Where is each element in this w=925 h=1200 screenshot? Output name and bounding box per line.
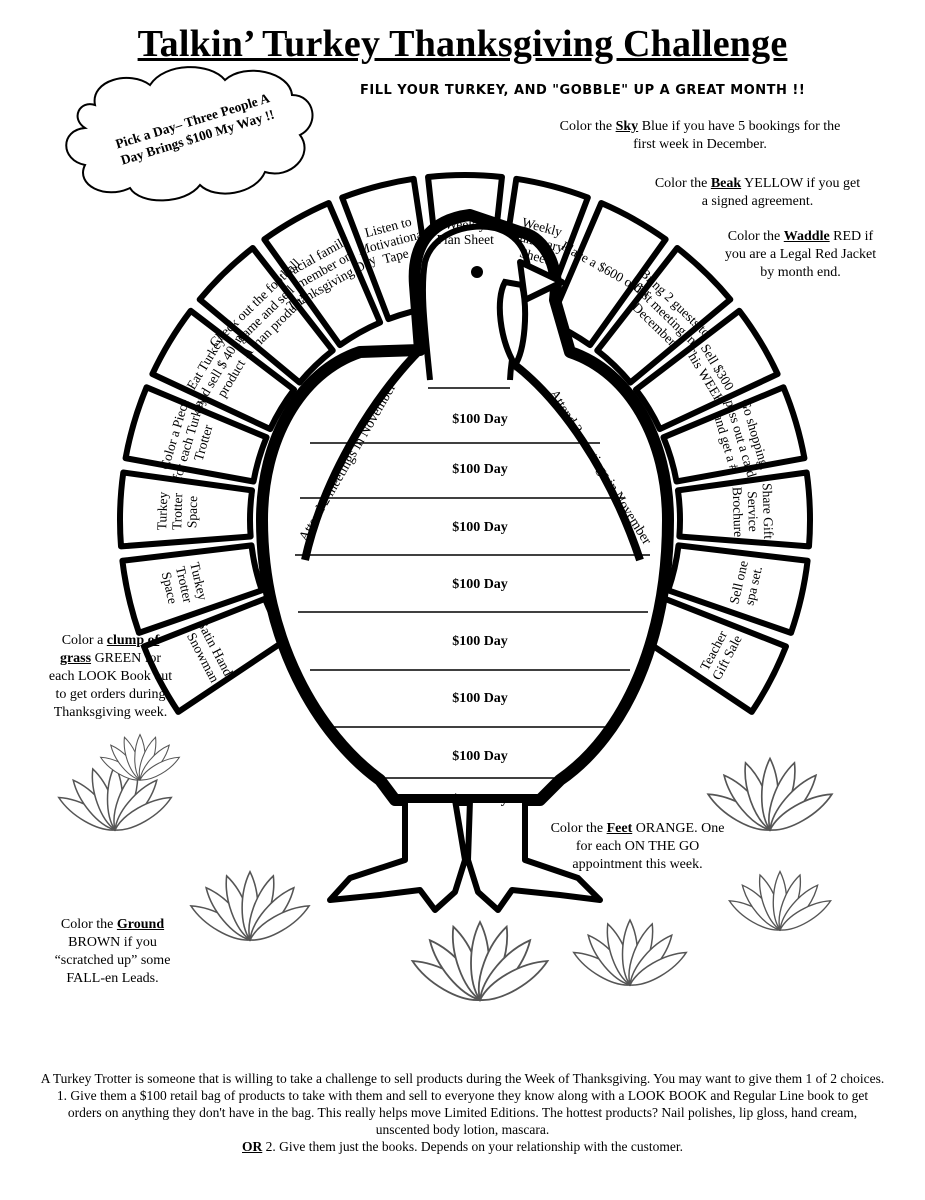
day-row-label: $100 Day — [452, 520, 508, 535]
feather-turkey-trotter-2-shape — [119, 542, 265, 636]
note-beak: Color the Beak YELLOW if you get a signe… — [654, 176, 861, 209]
feather-share-gift-shape — [674, 469, 813, 550]
day-row-label: $100 Day — [452, 412, 508, 427]
note-grass: Color a clump of grass GREEN for each LO… — [48, 633, 173, 720]
page-subtitle: FILL YOUR TURKEY, AND "GOBBLE" UP A GREA… — [360, 83, 806, 98]
day-row-label: $100 Day — [452, 749, 508, 764]
page-title: Talkin’ Turkey Thanksgiving Challenge — [137, 23, 788, 65]
grass-clumps — [57, 733, 834, 1002]
day-row-label: $100 Day — [452, 634, 508, 649]
feather-share-gift-line: Brochure — [729, 486, 747, 537]
leaf-clump — [410, 919, 550, 1002]
leaf-clump — [57, 763, 173, 832]
feather-facial-shape — [261, 200, 384, 349]
note-feet: Color the Feet ORANGE. One for each ON T… — [550, 821, 725, 872]
footer-paragraph-1: A Turkey Trotter is someone that is will… — [40, 1071, 885, 1137]
leaf-clump — [706, 756, 834, 832]
feather-turkey-trotter-1-shape — [117, 469, 256, 550]
feather-turkey-trotter-1-line: Turkey — [153, 491, 170, 531]
feather-color-piece-shape — [122, 384, 270, 485]
feather-eat-turkey-shape — [149, 307, 298, 433]
feather-share-gift-line: Service — [744, 490, 761, 532]
leaf-clump — [728, 869, 832, 932]
leaf-clump — [99, 733, 181, 781]
feather-football-shape — [196, 245, 336, 386]
leaf-clump — [572, 918, 688, 987]
leaf-clump — [189, 869, 311, 942]
note-sky: Color the Sky Blue if you have 5 booking… — [559, 119, 841, 152]
footer-or: OR — [242, 1139, 263, 1154]
feather-share-gift-line: Share Gift — [759, 482, 777, 539]
feather-weekly-plan-line: Plan Sheet — [436, 232, 494, 247]
day-row-label: $100 Day — [452, 462, 508, 477]
day-row-label: $100 Day — [452, 577, 508, 592]
feather-turkey-trotter-1-line: Trotter — [168, 492, 185, 530]
day-row-label: $100 Day — [452, 792, 508, 807]
footer-text: A Turkey Trotter is someone that is will… — [40, 1070, 885, 1155]
feather-spa-set-shape — [665, 542, 811, 636]
feather-sell-300-shape — [632, 307, 781, 433]
note-ground: Color the Ground BROWN if you “scratched… — [54, 917, 171, 986]
turkey-feet — [327, 797, 603, 913]
cloud-shape — [65, 66, 314, 202]
footer-paragraph-2: 2. Give them just the books. Depends on … — [262, 1139, 683, 1154]
feather-turkey-trotter-1-line: Space — [183, 495, 200, 528]
feather-go-shopping-shape — [660, 384, 808, 485]
feather-weekly-plan-line: Weekly — [444, 217, 486, 232]
feather-bring-guests-shape — [594, 245, 734, 386]
turkey-body — [256, 209, 674, 806]
day-row-label: $100 Day — [452, 691, 508, 706]
note-waddle: Color the Waddle RED if you are a Legal … — [724, 229, 877, 280]
